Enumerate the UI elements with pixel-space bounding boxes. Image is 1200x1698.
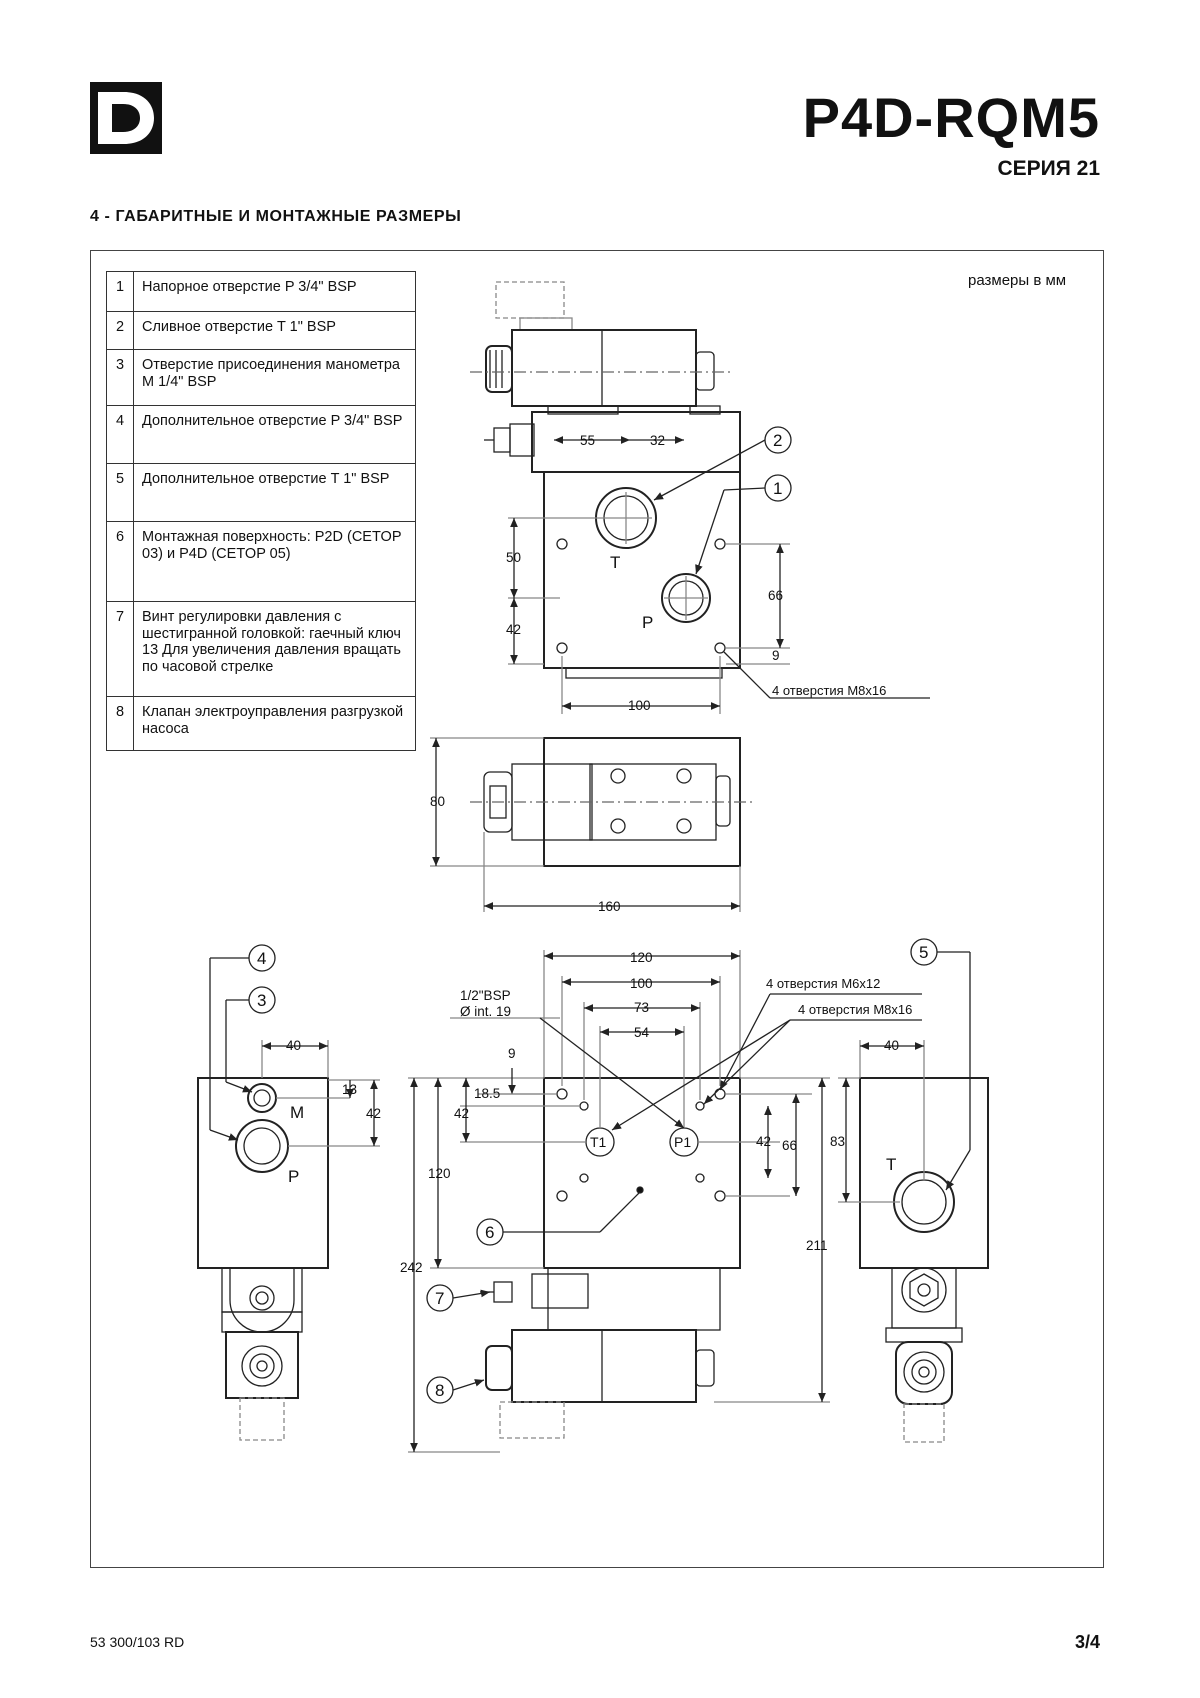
units-note: размеры в мм <box>968 272 1067 289</box>
right-view-labels: 40 83 T 5 <box>830 943 928 1174</box>
front-view-labels: 120 100 73 54 9 18.5 42 120 242 42 66 21… <box>400 950 912 1400</box>
left-view <box>197 944 380 1441</box>
legend-row: 2 Сливное отверстие T 1" BSP <box>106 311 416 350</box>
legend-row: 6 Монтажная поверхность: P2D (CETOP 03) … <box>106 521 416 602</box>
legend-num: 1 <box>106 271 134 312</box>
dim-label: 9 <box>772 648 780 663</box>
port-label: T <box>886 1155 896 1174</box>
dim-label: 50 <box>506 550 521 565</box>
dim-label: 120 <box>428 1166 451 1181</box>
drawing-frame <box>90 250 1104 1568</box>
legend-text: Монтажная поверхность: P2D (CETOP 03) и … <box>133 521 416 602</box>
left-view-labels: 40 13 42 M P 4 3 <box>257 949 381 1186</box>
callout-label: 1 <box>773 479 782 498</box>
legend-num: 7 <box>106 601 134 697</box>
dim-label: 42 <box>454 1106 469 1121</box>
dim-label: 160 <box>598 899 621 914</box>
dim-label: 18.5 <box>474 1086 500 1101</box>
legend-row: 1 Напорное отверстие P 3/4" BSP <box>106 271 416 312</box>
legend-text: Напорное отверстие P 3/4" BSP <box>133 271 416 312</box>
legend-row: 3 Отверстие присоединения манометра M 1/… <box>106 349 416 406</box>
dim-label: 100 <box>628 698 651 713</box>
dim-label: 211 <box>806 1238 828 1253</box>
legend-num: 6 <box>106 521 134 602</box>
series-label: СЕРИЯ 21 <box>997 157 1100 180</box>
top-view-labels: 55 32 50 42 66 9 100 T P 4 отверстия M8x… <box>506 431 886 713</box>
port-label: T <box>610 553 620 572</box>
legend-text: Клапан электроуправления разгрузкой насо… <box>133 696 416 751</box>
dim-label: 83 <box>830 1134 845 1149</box>
dim-label: 55 <box>580 433 595 448</box>
callout-label: 8 <box>435 1381 444 1400</box>
legend-num: 2 <box>106 311 134 350</box>
dim-label: 9 <box>508 1046 516 1061</box>
callout-label: 3 <box>257 991 266 1010</box>
dim-label: 42 <box>366 1106 381 1121</box>
dim-label: 66 <box>782 1138 797 1153</box>
company-logo <box>90 82 162 154</box>
section-title: 4 - ГАБАРИТНЫЕ И МОНТАЖНЫЕ РАЗМЕРЫ <box>90 208 462 225</box>
callout-label: 6 <box>485 1223 494 1242</box>
legend-table: 1 Напорное отверстие P 3/4" BSP 2 Сливно… <box>106 271 416 751</box>
front-view <box>408 950 922 1453</box>
legend-row: 5 Дополнительное отверстие T 1" BSP <box>106 463 416 522</box>
legend-row: 7 Винт регулировки давления с шестигранн… <box>106 601 416 697</box>
model-title: P4D-RQM5 <box>802 86 1100 149</box>
bsp-note: Ø int. 19 <box>460 1004 511 1019</box>
dim-label: 80 <box>430 794 445 809</box>
port-label: M <box>290 1103 304 1122</box>
callout-label: 7 <box>435 1289 444 1308</box>
dim-label: 66 <box>768 588 783 603</box>
dim-label: 42 <box>506 622 521 637</box>
port-label: P <box>288 1167 299 1186</box>
legend-text: Винт регулировки давления с шестигранной… <box>133 601 416 697</box>
legend-text: Дополнительное отверстие P 3/4" BSP <box>133 405 416 464</box>
legend-row: 8 Клапан электроуправления разгрузкой на… <box>106 696 416 751</box>
dim-label: 40 <box>286 1038 301 1053</box>
legend-text: Дополнительное отверстие T 1" BSP <box>133 463 416 522</box>
holes-note: 4 отверстия M8x16 <box>798 1002 912 1017</box>
dim-label: 32 <box>650 433 665 448</box>
dim-label: 42 <box>756 1134 771 1149</box>
holes-note: 4 отверстия M8x16 <box>772 683 886 698</box>
bsp-note: 1/2"BSP <box>460 988 511 1003</box>
port-label: P <box>642 613 653 632</box>
top-view <box>470 281 930 714</box>
port-label: P1 <box>674 1134 691 1150</box>
dim-label: 13 <box>342 1082 357 1097</box>
legend-text: Сливное отверстие T 1" BSP <box>133 311 416 350</box>
dim-label: 100 <box>630 976 653 991</box>
legend-num: 8 <box>106 696 134 751</box>
legend-text: Отверстие присоединения манометра M 1/4"… <box>133 349 416 406</box>
plan-view-labels: 80 160 <box>430 794 621 914</box>
doc-number: 53 300/103 RD <box>90 1634 185 1650</box>
plan-view <box>430 737 756 912</box>
legend-num: 5 <box>106 463 134 522</box>
port-label: T1 <box>590 1134 607 1150</box>
dim-label: 40 <box>884 1038 899 1053</box>
legend-row: 4 Дополнительное отверстие P 3/4" BSP <box>106 405 416 464</box>
holes-note: 4 отверстия M6x12 <box>766 976 880 991</box>
dim-label: 120 <box>630 950 653 965</box>
dim-label: 54 <box>634 1025 650 1040</box>
dim-label: 242 <box>400 1260 423 1275</box>
dim-label: 73 <box>634 1000 649 1015</box>
right-view <box>838 938 989 1443</box>
callout-label: 2 <box>773 431 782 450</box>
callout-label: 5 <box>919 943 928 962</box>
legend-num: 3 <box>106 349 134 406</box>
page-number: 3/4 <box>1074 1632 1100 1652</box>
callout-label: 4 <box>257 949 266 968</box>
